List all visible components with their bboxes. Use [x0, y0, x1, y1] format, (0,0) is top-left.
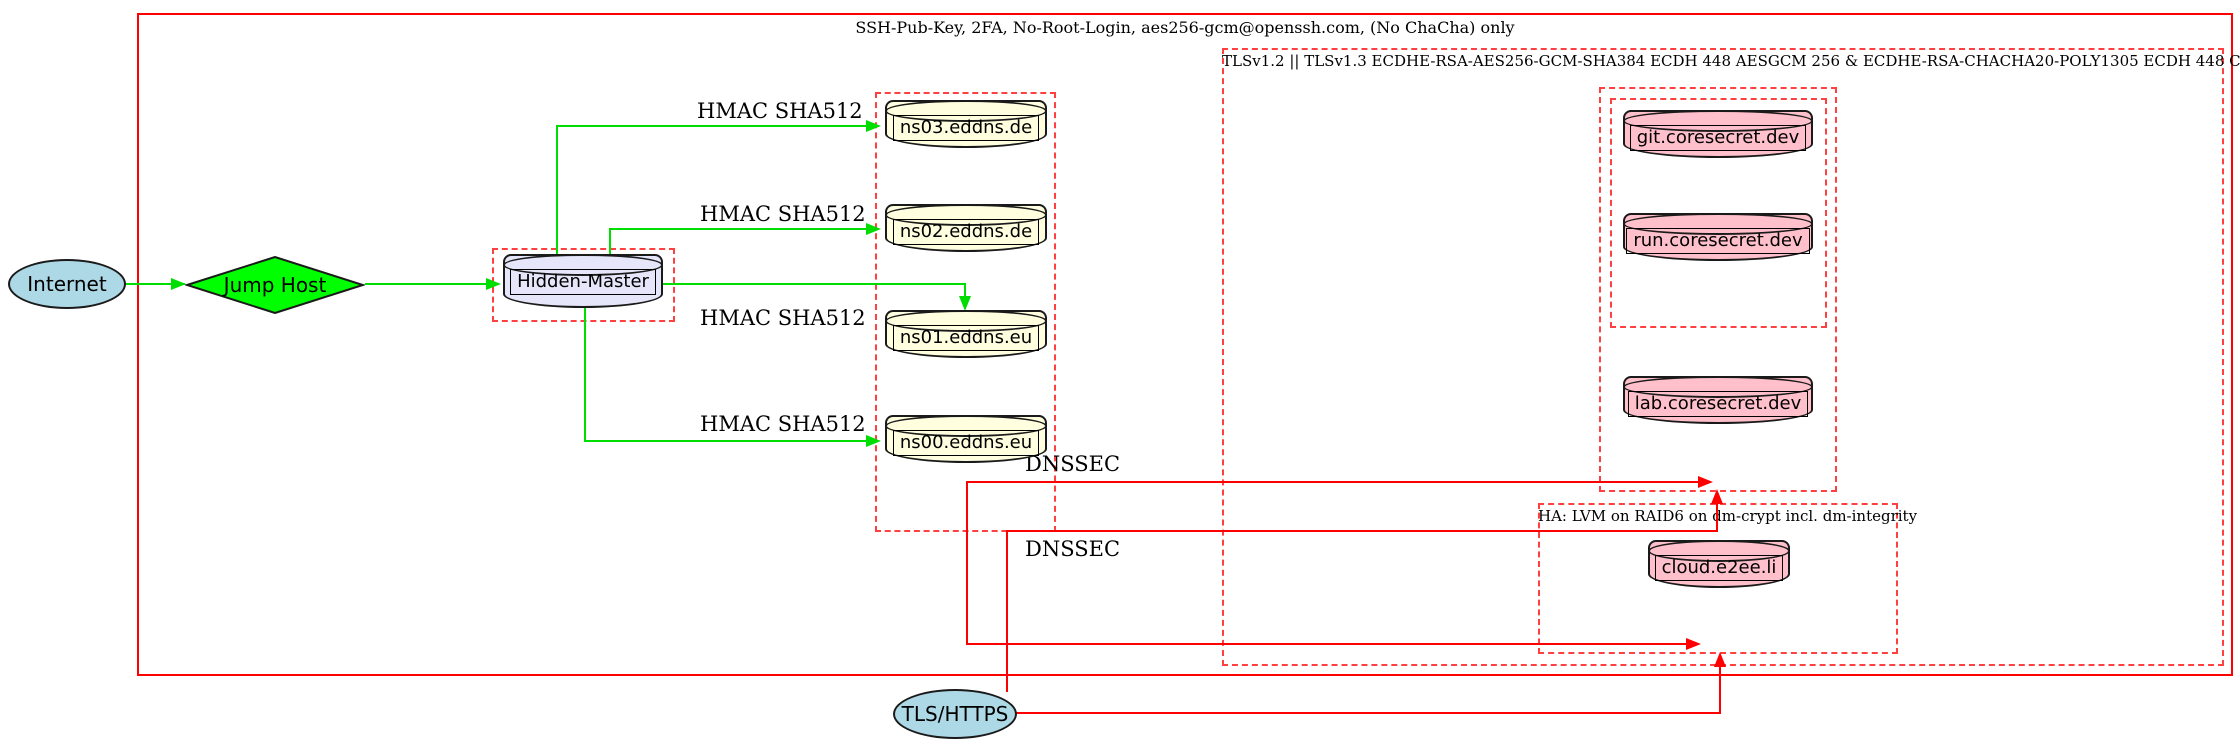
edge-label-hmac-ns01: HMAC SHA512	[700, 306, 866, 330]
node-tls-https[interactable]: TLS/HTTPS	[893, 689, 1017, 739]
node-git-coresecret-label: git.coresecret.dev	[1629, 125, 1807, 151]
edge-label-dnssec-2: DNSSEC	[1025, 537, 1121, 561]
cluster-ssh-box	[137, 13, 2233, 676]
edge-tls-coresecret-vline2	[1716, 504, 1718, 532]
cluster-coresecret-inner-box	[1610, 98, 1827, 328]
edge-label-hmac-ns00: HMAC SHA512	[700, 412, 866, 436]
cluster-tls-label: TLSv1.2 || TLSv1.3 ECDHE-RSA-AES256-GCM-…	[1222, 52, 2240, 70]
node-hidden-master[interactable]: Hidden-Master	[503, 254, 663, 308]
edge-hmac-ns00-arrow-icon	[866, 435, 881, 447]
edge-dnssec2-arrow-icon	[1686, 638, 1701, 650]
edge-hmac-ns03-arrow-icon	[866, 120, 881, 132]
edge-internet-jumphost-arrow-icon	[171, 278, 186, 290]
edge-hmac-ns00-vline	[584, 307, 586, 442]
node-git-coresecret[interactable]: git.coresecret.dev	[1623, 110, 1813, 158]
node-ns00-label: ns00.eddns.eu	[892, 430, 1040, 456]
edge-tls-ha-hline	[1015, 712, 1721, 714]
cluster-ssh-label: SSH-Pub-Key, 2FA, No-Root-Login, aes256-…	[855, 18, 1515, 37]
node-ns01[interactable]: ns01.eddns.eu	[885, 310, 1047, 358]
node-ns00[interactable]: ns00.eddns.eu	[885, 415, 1047, 463]
node-lab-coresecret[interactable]: lab.coresecret.dev	[1623, 376, 1813, 424]
node-lab-coresecret-label: lab.coresecret.dev	[1627, 391, 1809, 417]
edge-hmac-ns00-hline	[584, 440, 868, 442]
edge-internet-jumphost-line	[125, 283, 185, 285]
edge-tls-ha-arrow-icon	[1714, 652, 1726, 667]
edge-hmac-ns01-arrow-icon	[959, 296, 971, 311]
node-run-coresecret[interactable]: run.coresecret.dev	[1623, 213, 1813, 261]
edge-dnssec-shared-vline	[966, 481, 968, 645]
node-tls-https-label: TLS/HTTPS	[901, 702, 1009, 726]
node-jump-host-label: Jump Host	[223, 273, 327, 297]
node-cloud-e2ee-label: cloud.e2ee.li	[1654, 555, 1784, 581]
node-ns03[interactable]: ns03.eddns.de	[885, 100, 1047, 148]
edge-label-hmac-ns03: HMAC SHA512	[697, 99, 863, 123]
cluster-ha-label: HA: LVM on RAID6 on dm-crypt incl. dm-in…	[1538, 507, 1918, 525]
cluster-nameservers-box	[875, 92, 1056, 532]
node-jump-host[interactable]: Jump Host	[183, 255, 367, 315]
edge-label-dnssec-1: DNSSEC	[1025, 452, 1121, 476]
edge-dnssec1-arrow-icon	[1698, 476, 1713, 488]
edge-hmac-ns03-hline	[556, 125, 868, 127]
node-cloud-e2ee[interactable]: cloud.e2ee.li	[1648, 540, 1790, 588]
node-ns03-label: ns03.eddns.de	[892, 115, 1040, 141]
edge-tls-coresecret-arrow-icon	[1711, 489, 1723, 504]
edge-hmac-ns02-arrow-icon	[866, 223, 881, 235]
edge-hmac-ns02-vline	[609, 228, 611, 257]
node-hidden-master-label: Hidden-Master	[510, 269, 656, 295]
node-ns01-label: ns01.eddns.eu	[892, 325, 1040, 351]
node-ns02[interactable]: ns02.eddns.de	[885, 204, 1047, 252]
edge-tls-ha-vline	[1719, 667, 1721, 713]
node-internet[interactable]: Internet	[8, 259, 126, 309]
edge-dnssec2-hline	[966, 643, 1688, 645]
edge-hmac-ns01-hline	[663, 283, 966, 285]
diamond-shape-icon	[183, 255, 367, 315]
edge-hmac-ns03-vline	[556, 125, 558, 257]
edge-jumphost-hiddenmaster-arrow-icon	[486, 278, 501, 290]
edge-label-hmac-ns02: HMAC SHA512	[700, 202, 866, 226]
edge-jumphost-hiddenmaster-line	[365, 283, 497, 285]
node-internet-label: Internet	[27, 272, 107, 296]
node-ns02-label: ns02.eddns.de	[892, 219, 1040, 245]
node-run-coresecret-label: run.coresecret.dev	[1626, 228, 1810, 254]
edge-tls-coresecret-vline1	[1006, 531, 1008, 692]
edge-hmac-ns02-hline	[609, 228, 868, 230]
edge-dnssec1-hline	[966, 481, 1700, 483]
edge-tls-coresecret-hline	[1006, 530, 1718, 532]
edge-hmac-ns01-vline	[964, 283, 966, 298]
